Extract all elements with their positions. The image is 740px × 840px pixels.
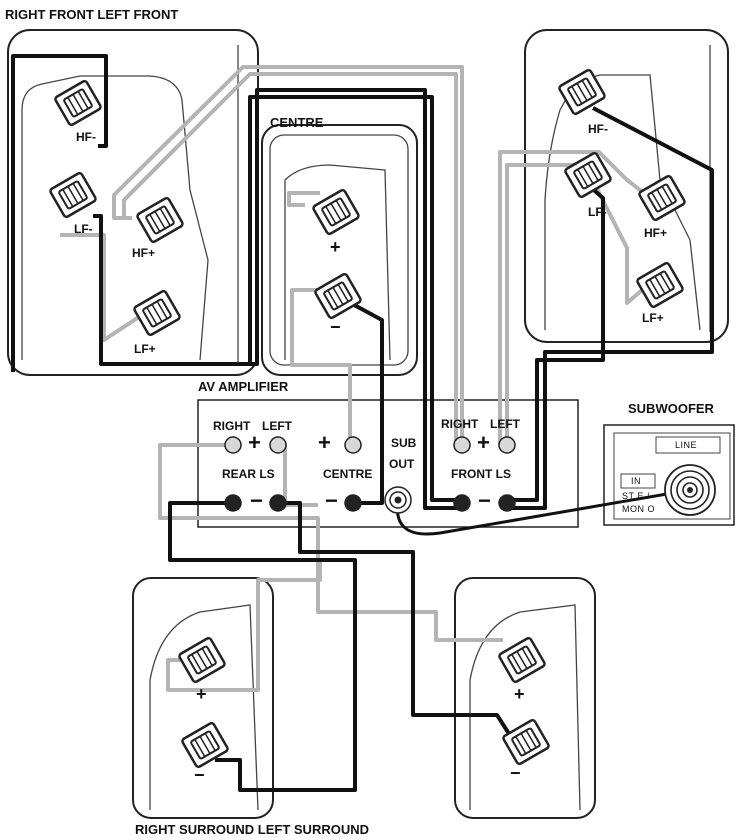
amplifier-title: AV AMPLIFIER: [198, 379, 289, 394]
rf-hf-minus-terminal: [53, 78, 103, 128]
lf-hf-minus-terminal: [557, 67, 607, 117]
ls-plus-terminal: [497, 635, 547, 685]
lf-hf-plus-label: HF+: [644, 226, 668, 240]
amp-centre-minus: −: [325, 488, 338, 513]
rs-plus-terminal: [177, 635, 227, 685]
rs-minus-mark: −: [194, 765, 205, 785]
amp-front-plus: +: [477, 430, 490, 455]
sub-in-label: IN: [631, 476, 641, 486]
rs-plus-mark: +: [196, 684, 207, 704]
top-caption: RIGHT FRONT LEFT FRONT: [5, 7, 179, 22]
black-wires: [11, 54, 714, 792]
lf-hf-plus-terminal: [637, 173, 687, 223]
amp-rear-ls-label: REAR LS: [222, 467, 275, 481]
ls-plus-mark: +: [514, 684, 525, 704]
lf-lf-minus-label: LF-: [588, 205, 607, 219]
sub-mono-label: MON O: [622, 504, 655, 514]
rf-hf-plus-terminal: [135, 195, 185, 245]
right-surround-speaker: [132, 577, 274, 819]
amp-out-label: OUT: [389, 457, 415, 471]
rf-lf-minus-terminal: [48, 170, 98, 220]
bottom-caption: RIGHT SURROUND LEFT SURROUND: [135, 822, 369, 837]
subwoofer-title: SUBWOOFER: [628, 401, 714, 416]
sub-out-jack: [384, 486, 412, 514]
rf-lf-minus-label: LF-: [74, 222, 93, 236]
amp-front-left-label: LEFT: [490, 417, 520, 431]
rf-hf-minus-label: HF-: [76, 130, 96, 144]
amp-sub-label: SUB: [391, 436, 417, 450]
amp-front-minus: −: [478, 488, 491, 513]
centre-speaker-title: CENTRE: [270, 115, 324, 130]
centre-plus-mark: +: [330, 237, 341, 257]
amp-centre-plus: +: [318, 430, 331, 455]
subwoofer-panel: [603, 424, 735, 526]
amp-centre-label: CENTRE: [323, 467, 373, 481]
amp-rear-left-label: LEFT: [262, 419, 292, 433]
amp-rear-plus: +: [248, 430, 261, 455]
amp-rear-right-label: RIGHT: [213, 419, 251, 433]
left-surround-speaker: [454, 577, 596, 819]
sub-line-label: LINE: [675, 440, 698, 450]
ls-minus-terminal: [501, 717, 551, 767]
centre-plus-terminal: [311, 187, 361, 237]
lf-lf-plus-terminal: [635, 260, 685, 310]
lf-hf-minus-label: HF-: [588, 122, 608, 136]
sub-line-in-jack: [664, 464, 716, 516]
amp-front-ls-label: FRONT LS: [451, 467, 511, 481]
amp-rear-minus: −: [250, 488, 263, 513]
rf-lf-plus-terminal: [132, 288, 182, 338]
lf-lf-plus-label: LF+: [642, 311, 664, 325]
centre-minus-mark: −: [330, 317, 341, 337]
centre-minus-terminal: [313, 271, 363, 321]
rf-hf-plus-label: HF+: [132, 246, 156, 260]
rf-lf-plus-label: LF+: [134, 342, 156, 356]
amp-binding-posts: [224, 436, 516, 512]
sub-stereo-label: ST E /: [622, 491, 650, 501]
ls-minus-mark: −: [510, 763, 521, 783]
grey-wires: [60, 65, 650, 692]
amp-front-right-label: RIGHT: [441, 417, 479, 431]
